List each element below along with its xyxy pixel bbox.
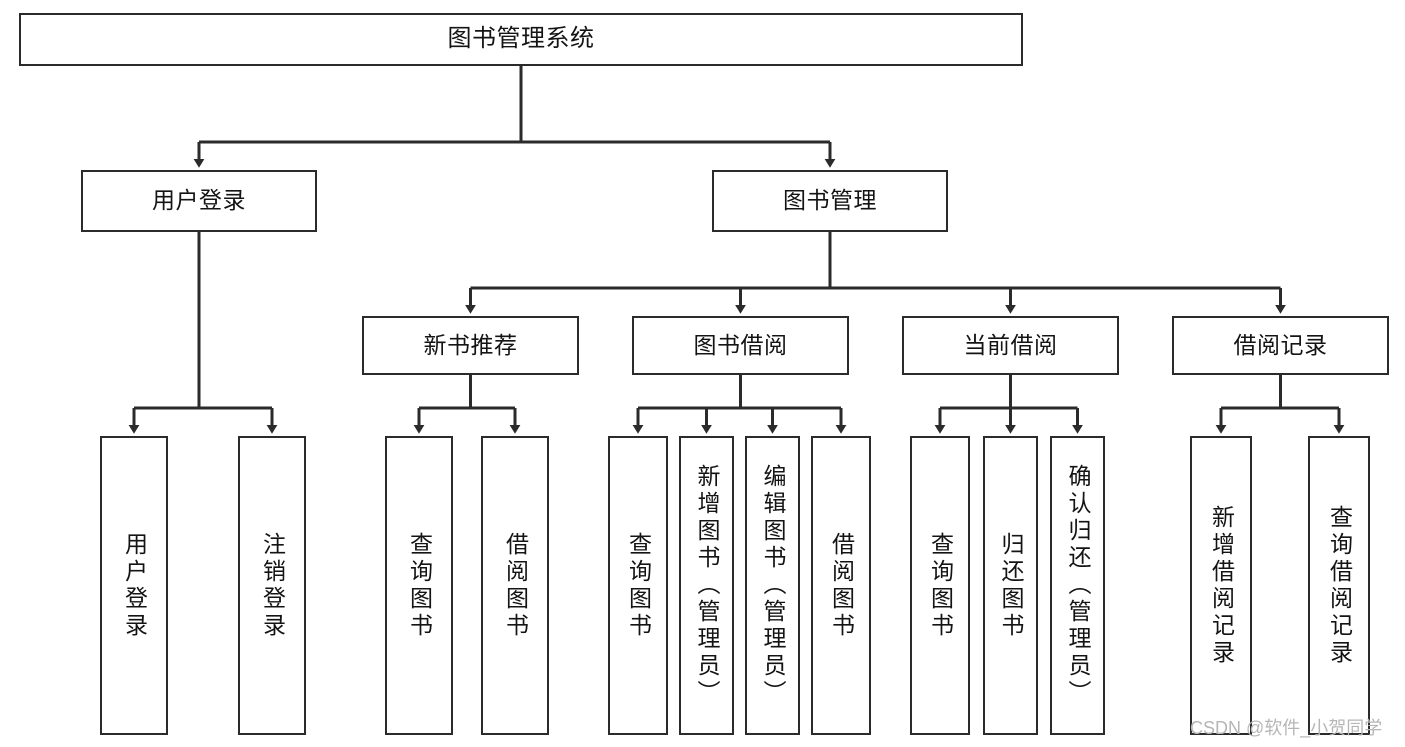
node-label: 编辑图书（管理员） — [760, 464, 786, 707]
node-label: 新增借阅记录 — [1208, 504, 1235, 667]
node-borrow_log[interactable]: 借阅记录 — [1172, 316, 1389, 375]
node-label: 归还图书 — [998, 531, 1024, 640]
node-label: 借阅图书 — [828, 531, 855, 640]
node-label: 用户登录 — [152, 187, 246, 214]
node-label: 新增图书（管理员） — [694, 464, 720, 707]
node-c_query[interactable]: 查询图书 — [910, 436, 970, 735]
node-c_return[interactable]: 归还图书 — [983, 436, 1038, 735]
node-label: 注销登录 — [259, 531, 286, 640]
node-label: 图书借阅 — [693, 331, 788, 358]
node-b_add[interactable]: 新增图书（管理员） — [679, 436, 734, 735]
node-l_logout[interactable]: 注销登录 — [238, 436, 306, 735]
node-book_borrow[interactable]: 图书借阅 — [632, 316, 849, 375]
node-b_query[interactable]: 查询图书 — [608, 436, 668, 735]
node-l_login[interactable]: 用户登录 — [100, 436, 168, 735]
node-g_add[interactable]: 新增借阅记录 — [1190, 436, 1252, 735]
node-label: 新书推荐 — [423, 331, 518, 358]
node-g_query[interactable]: 查询借阅记录 — [1308, 436, 1370, 735]
node-root[interactable]: 图书管理系统 — [19, 13, 1023, 66]
node-label: 当前借阅 — [963, 331, 1058, 358]
node-label: 借阅图书 — [502, 531, 529, 640]
node-label: 借阅记录 — [1233, 331, 1328, 358]
node-label: 图书管理系统 — [447, 25, 595, 53]
node-user_login[interactable]: 用户登录 — [81, 170, 317, 232]
node-label: 查询借阅记录 — [1326, 504, 1353, 667]
node-label: 确认归还（管理员） — [1065, 464, 1091, 707]
node-new_rec[interactable]: 新书推荐 — [362, 316, 579, 375]
node-book_mgmt[interactable]: 图书管理 — [712, 170, 948, 232]
node-label: 图书管理 — [783, 187, 877, 214]
node-c_confirm[interactable]: 确认归还（管理员） — [1050, 436, 1105, 735]
node-r_query[interactable]: 查询图书 — [385, 436, 453, 735]
node-label: 用户登录 — [121, 531, 148, 640]
node-label: 查询图书 — [406, 531, 433, 640]
csdn-watermark: CSDN @软件_小贺同学 — [1190, 718, 1383, 738]
node-b_lend[interactable]: 借阅图书 — [811, 436, 871, 735]
node-label: 查询图书 — [625, 531, 652, 640]
node-cur_borrow[interactable]: 当前借阅 — [902, 316, 1119, 375]
node-r_borrow[interactable]: 借阅图书 — [481, 436, 549, 735]
node-label: 查询图书 — [927, 531, 954, 640]
node-b_edit[interactable]: 编辑图书（管理员） — [745, 436, 800, 735]
